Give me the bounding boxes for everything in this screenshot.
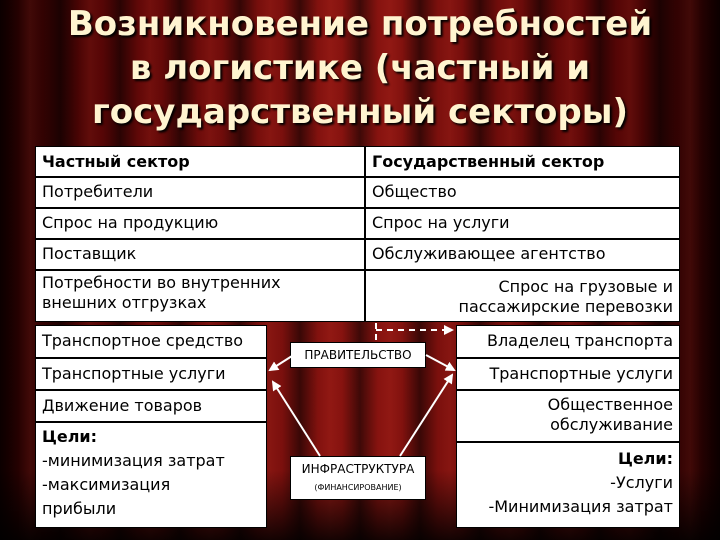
title-line-1: Возникновение потребностей xyxy=(67,4,653,44)
private-needs-line-2: внешних отгрузках xyxy=(42,293,207,312)
private-vehicle-cell: Транспортное средство xyxy=(35,325,267,358)
arrow-infrastructure-to-right xyxy=(399,373,454,457)
state-needs-line-2: пассажирские перевозки xyxy=(458,297,673,316)
government-box: ПРАВИТЕЛЬСТВО xyxy=(290,342,426,368)
private-goal-2-line-2: прибыли xyxy=(42,499,117,518)
private-needs-cell: Потребности во внутренних внешних отгруз… xyxy=(35,270,365,322)
infrastructure-box: ИНФРАСТРУКТУРА (ФИНАНСИРОВАНИЕ) xyxy=(290,456,426,500)
state-agency-cell: Обслуживающее агентство xyxy=(365,239,680,270)
arrow-government-to-right xyxy=(425,354,456,371)
state-transport-services-cell: Транспортные услуги xyxy=(456,358,680,390)
private-needs-line-1: Потребности во внутренних xyxy=(42,273,281,292)
title-line-2: в логистике (частный и xyxy=(129,48,591,88)
state-goal-1: -Услуги xyxy=(610,473,673,492)
private-demand-cell: Спрос на продукцию xyxy=(35,208,365,239)
arrow-infrastructure-to-left xyxy=(271,380,321,457)
private-sector-header: Частный сектор xyxy=(35,146,365,177)
state-public-service-line-1: Общественное xyxy=(547,395,673,414)
private-goal-2-line-1: -максимизация xyxy=(42,475,171,494)
private-supplier-cell: Поставщик xyxy=(35,239,365,270)
private-goal-1: -минимизация затрат xyxy=(42,451,225,470)
state-public-service-cell: Общественное обслуживание xyxy=(456,390,680,442)
slide-title: Возникновение потребностей в логистике (… xyxy=(0,0,720,134)
private-goals-cell: Цели: -минимизация затрат -максимизация … xyxy=(35,422,267,528)
state-needs-line-1: Спрос на грузовые и xyxy=(498,277,673,296)
title-line-3: государственный секторы) xyxy=(92,92,628,132)
state-sector-header: Государственный сектор xyxy=(365,146,680,177)
state-goals-cell: Цели: -Услуги -Минимизация затрат xyxy=(456,442,680,528)
private-consumers-cell: Потребители xyxy=(35,177,365,208)
state-public-service-line-2: обслуживание xyxy=(550,415,673,434)
financing-label: (ФИНАНСИРОВАНИЕ) xyxy=(314,483,402,492)
state-needs-cell: Спрос на грузовые и пассажирские перевоз… xyxy=(365,270,680,322)
state-owner-cell: Владелец транспорта xyxy=(456,325,680,358)
infrastructure-label: ИНФРАСТРУКТУРА xyxy=(301,462,415,476)
private-transport-services-cell: Транспортные услуги xyxy=(35,358,267,390)
private-goods-movement-cell: Движение товаров xyxy=(35,390,267,422)
state-demand-cell: Спрос на услуги xyxy=(365,208,680,239)
state-goals-title: Цели: xyxy=(617,449,673,468)
state-society-cell: Общество xyxy=(365,177,680,208)
state-goal-2: -Минимизация затрат xyxy=(488,497,673,516)
arrow-government-to-left xyxy=(268,355,293,372)
private-goals-title: Цели: xyxy=(42,427,98,446)
